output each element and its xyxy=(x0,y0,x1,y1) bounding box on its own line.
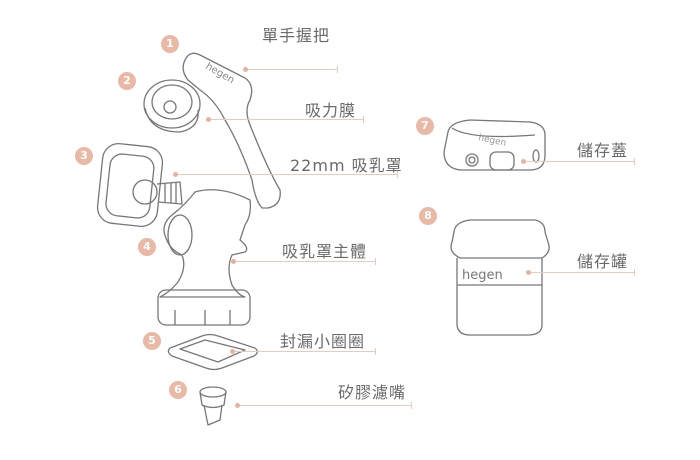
part-label-handle: 單手握把 xyxy=(262,26,331,45)
part-number-badge: 1 xyxy=(161,35,179,53)
leader-line xyxy=(235,402,412,409)
part-number-badge: 4 xyxy=(138,238,156,256)
leader-line xyxy=(173,171,398,178)
leader-line xyxy=(206,116,364,123)
seal-ring-illustration xyxy=(167,333,258,371)
part-label-seal-ring: 封漏小圈圈 xyxy=(280,332,366,351)
valve-illustration xyxy=(199,386,227,426)
leader-line xyxy=(231,258,376,265)
part-label-pump-body: 吸乳罩主體 xyxy=(282,242,368,261)
leader-line xyxy=(243,66,338,73)
part-number-badge: 8 xyxy=(419,207,437,225)
part-number-badge: 2 xyxy=(118,72,136,90)
part-label-membrane: 吸力膜 xyxy=(305,101,357,120)
part-number-badge: 7 xyxy=(416,117,434,135)
part-number-badge: 5 xyxy=(143,332,161,350)
handle-illustration: hegen xyxy=(182,52,281,209)
part-label-storage-lid: 儲存蓋 xyxy=(577,141,629,160)
membrane-illustration xyxy=(143,79,201,133)
part-label-valve: 矽膠濾嘴 xyxy=(338,383,407,402)
part-number-badge: 6 xyxy=(169,381,187,399)
part-number-badge: 3 xyxy=(75,147,93,165)
svg-text:hegen: hegen xyxy=(477,133,507,149)
part-label-storage-jar: 儲存罐 xyxy=(577,252,629,271)
storage-jar-illustration: hegen xyxy=(450,219,550,336)
leader-line xyxy=(521,158,635,165)
leader-line xyxy=(230,348,376,355)
pump-body-illustration xyxy=(157,189,252,326)
svg-text:hegen: hegen xyxy=(462,268,503,283)
leader-line xyxy=(526,269,635,276)
storage-lid-illustration: hegen xyxy=(443,119,546,171)
part-label-flange: 22mm 吸乳罩 xyxy=(290,156,403,175)
flange-illustration xyxy=(96,143,183,227)
